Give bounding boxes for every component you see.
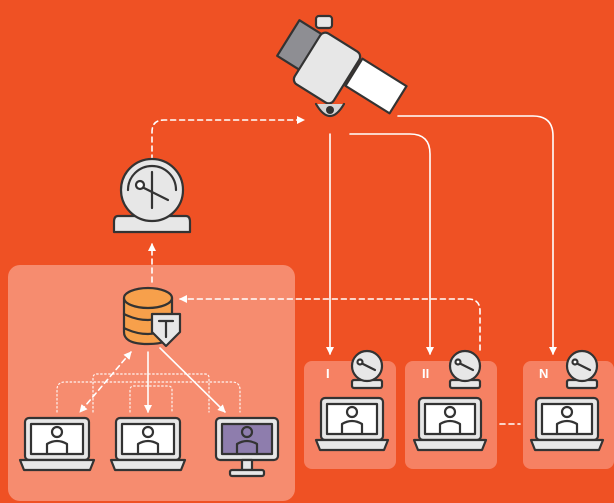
receiver-laptop-2[interactable] [412, 396, 488, 452]
client-mesh-line-2 [92, 373, 210, 413]
connection-lines [56, 115, 557, 425]
receiver-dish-icon-2 [448, 349, 482, 390]
receiver-group-n: N [529, 349, 605, 452]
downlink-line-n [397, 115, 557, 355]
client-laptop-2[interactable] [109, 416, 187, 472]
return-line [179, 295, 481, 351]
receiver-group-2: II [412, 349, 488, 452]
client-mesh-line-3 [129, 385, 173, 413]
receiver-laptop-n[interactable] [529, 396, 605, 452]
server-client-line-1 [79, 351, 132, 413]
satellite-dish-icon [112, 157, 192, 234]
receiver-dish-icon-1 [350, 349, 384, 390]
satellite-icon [276, 14, 408, 118]
uplink-line [151, 116, 305, 161]
client-monitor-3[interactable] [214, 416, 280, 478]
client-mesh-line-1 [56, 381, 241, 413]
receiver-laptop-1[interactable] [314, 396, 390, 452]
receiver-label-2: II [422, 366, 429, 381]
receiver-label-1: I [326, 366, 330, 381]
receiver-group-1: I [314, 349, 390, 452]
client-laptop-1[interactable] [18, 416, 96, 472]
downlink-line-2 [349, 133, 434, 355]
server-client-line-3 [159, 347, 226, 413]
receiver-dish-icon-n [565, 349, 599, 390]
shield-icon [150, 312, 182, 348]
receiver-label-n: N [539, 366, 548, 381]
